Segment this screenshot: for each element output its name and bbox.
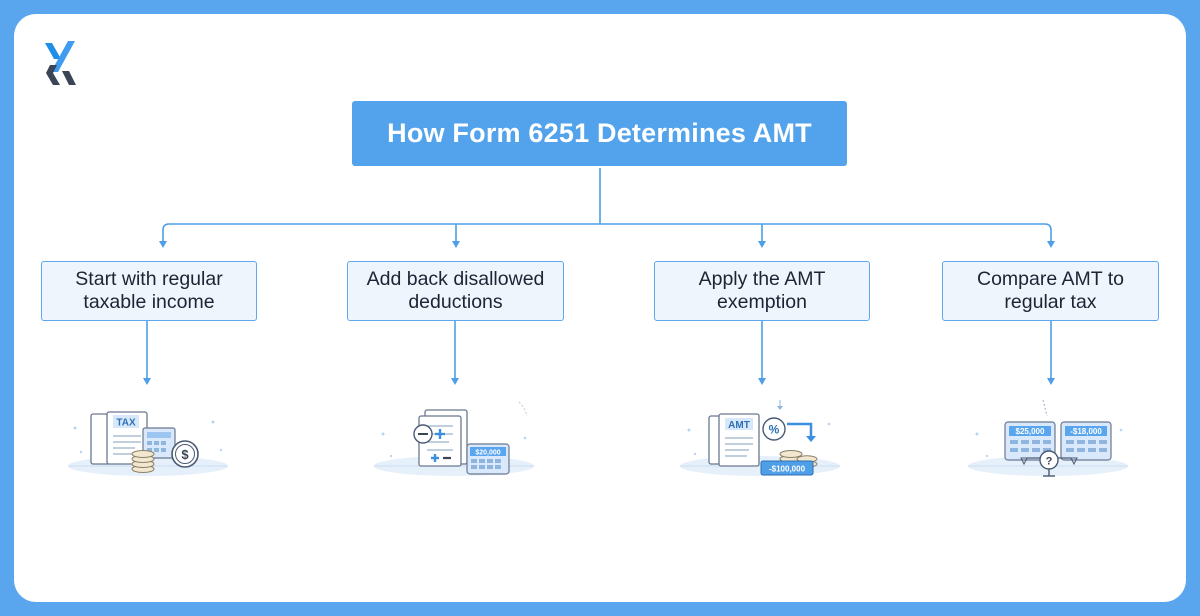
exemption-amount: -$100,000 [769, 465, 806, 474]
step-label: Start with regular taxable income [75, 268, 223, 313]
step-label: Compare AMT to regular tax [976, 268, 1125, 313]
step-box-add-back-deductions: Add back disallowed deductions [347, 261, 564, 321]
calculator-amount: $20,000 [475, 450, 500, 457]
logo-icon [45, 41, 76, 85]
tax-form-coins-dollar-icon: TAX $ [68, 411, 228, 476]
comparison-scale-icon: $25,000 -$18,000 ? [968, 399, 1128, 477]
svg-text:?: ? [1046, 456, 1053, 468]
plus-minus-calculator-icon: $20,000 [374, 401, 534, 476]
step-box-regular-income: Start with regular taxable income [41, 261, 257, 321]
amt-label: AMT [728, 420, 750, 431]
step-label: Apply the AMT exemption [698, 268, 826, 313]
amt-form-percent-coins-icon: AMT % -$100,000 [680, 400, 840, 476]
compare-right-amount: -$18,000 [1070, 427, 1102, 436]
svg-text:%: % [769, 423, 780, 437]
step-label: Add back disallowed deductions [366, 268, 545, 313]
compare-left-amount: $25,000 [1016, 427, 1045, 436]
diagram-title-text: How Form 6251 Determines AMT [387, 118, 812, 148]
diagram-title: How Form 6251 Determines AMT [352, 101, 847, 166]
tax-label: TAX [116, 418, 136, 429]
step-box-amt-exemption: Apply the AMT exemption [654, 261, 870, 321]
step-box-compare-tax: Compare AMT to regular tax [942, 261, 1159, 321]
svg-text:$: $ [181, 447, 189, 462]
